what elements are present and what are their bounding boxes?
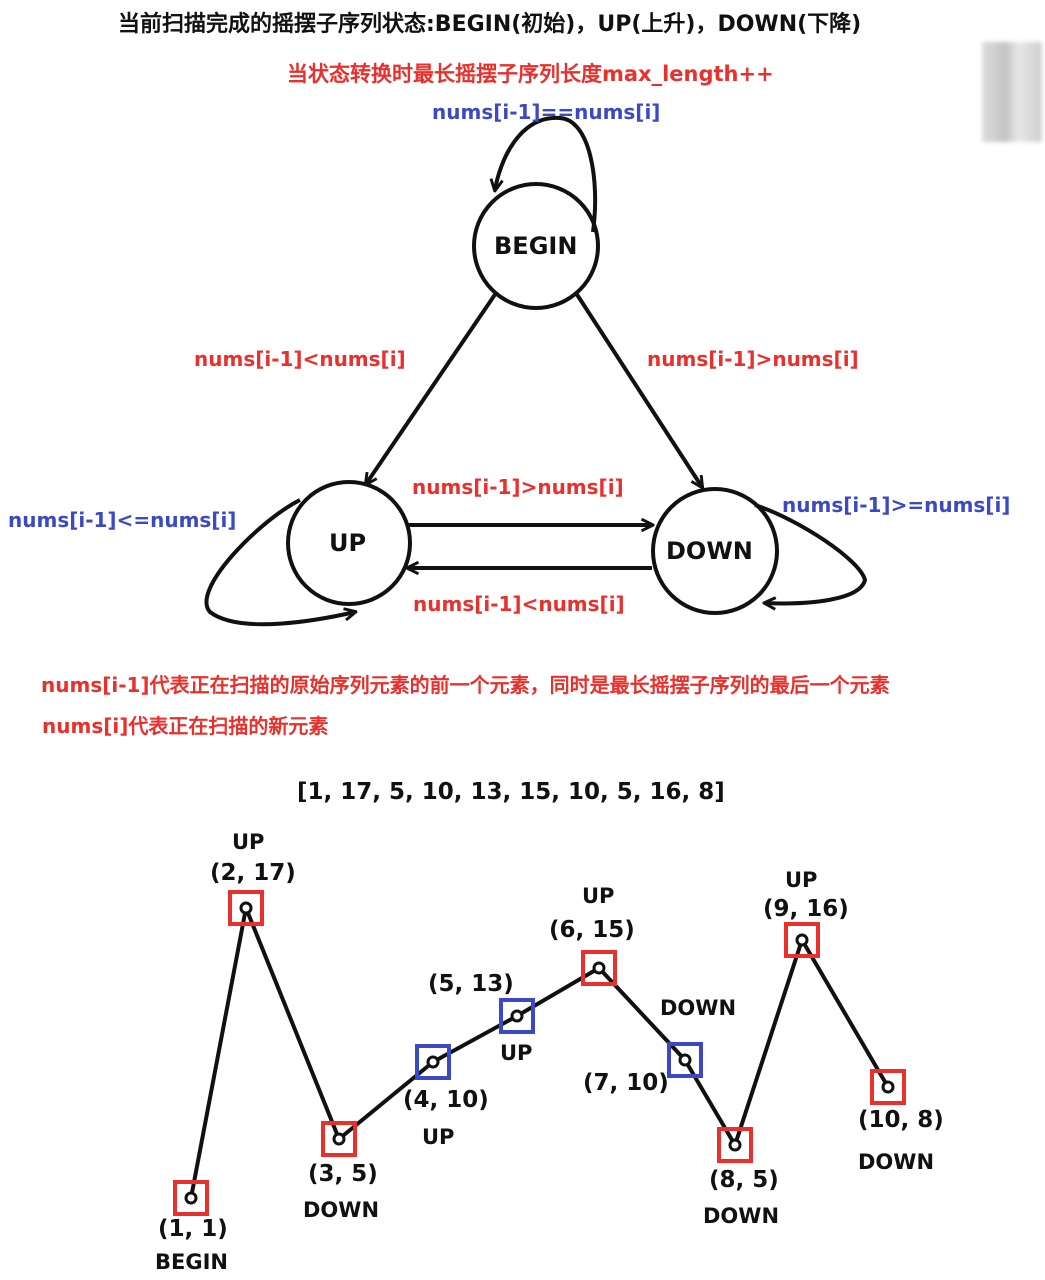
begin-to-up-arrow (366, 291, 498, 484)
state-down-circle (651, 487, 779, 615)
point-dot-6 (592, 961, 606, 975)
sequence-graph (173, 890, 906, 1216)
transition-begin-self: nums[i-1]==nums[i] (432, 100, 661, 124)
transition-begin-to-up: nums[i-1]<nums[i] (194, 347, 406, 371)
point-dot-9 (795, 933, 809, 947)
note-line-1: nums[i-1]代表正在扫描的原始序列元素的前一个元素，同时是最长摇摆子序列的… (41, 673, 890, 697)
point-state-9: UP (785, 868, 818, 892)
point-marker-9 (784, 922, 820, 958)
point-label-1: (1, 1) (158, 1216, 228, 1242)
point-label-5: (5, 13) (428, 971, 514, 997)
point-label-2: (2, 17) (210, 860, 296, 886)
point-dot-5 (510, 1009, 524, 1023)
point-label-7: (7, 10) (583, 1070, 669, 1096)
point-state-8: DOWN (703, 1204, 780, 1228)
down-self-loop (754, 503, 868, 603)
transition-up-to-down: nums[i-1]>nums[i] (412, 475, 624, 499)
sequence-polyline (189, 906, 890, 1199)
state-down-label: DOWN (666, 537, 753, 565)
point-state-3: DOWN (303, 1198, 380, 1222)
point-dot-10 (881, 1080, 895, 1094)
point-state-10: DOWN (858, 1150, 935, 1174)
note-line-2: nums[i]代表正在扫描的新元素 (42, 714, 329, 738)
point-marker-7 (667, 1042, 703, 1078)
point-state-4: UP (422, 1125, 455, 1149)
begin-to-down-arrow (574, 291, 702, 487)
state-begin-circle (472, 182, 600, 310)
point-state-6: UP (582, 884, 615, 908)
point-label-8: (8, 5) (709, 1167, 779, 1193)
point-marker-4 (415, 1044, 451, 1080)
sequence-label: [1, 17, 5, 10, 13, 15, 10, 5, 16, 8] (297, 779, 725, 805)
point-state-1: BEGIN (155, 1250, 228, 1274)
state-up-label: UP (329, 529, 367, 557)
point-state-7: DOWN (660, 996, 737, 1020)
state-up-circle (286, 480, 412, 606)
point-dot-7 (678, 1053, 692, 1067)
blurred-thumbnail (982, 42, 1042, 142)
point-state-2: UP (232, 830, 265, 854)
point-dot-3 (332, 1132, 346, 1146)
begin-self-loop (495, 115, 598, 233)
transition-begin-to-down: nums[i-1]>nums[i] (647, 347, 859, 371)
point-label-6: (6, 15) (549, 917, 635, 943)
point-marker-6 (581, 950, 617, 986)
header-title: 当前扫描完成的摇摆子序列状态:BEGIN(初始)，UP(上升)，DOWN(下降) (118, 12, 862, 37)
point-marker-1 (173, 1180, 209, 1216)
point-marker-8 (717, 1127, 753, 1163)
transition-down-self: nums[i-1]>=nums[i] (782, 493, 1011, 517)
point-label-9: (9, 16) (763, 896, 849, 922)
rule-text: 当状态转换时最长摇摆子序列长度max_length++ (287, 62, 774, 86)
point-dot-2 (239, 901, 253, 915)
point-marker-10 (870, 1069, 906, 1105)
point-marker-5 (499, 998, 535, 1034)
state-begin-label: BEGIN (494, 232, 578, 260)
point-marker-2 (228, 890, 264, 926)
point-dot-8 (728, 1138, 742, 1152)
point-label-10: (10, 8) (858, 1107, 944, 1133)
transition-up-self: nums[i-1]<=nums[i] (8, 508, 237, 532)
transition-down-to-up: nums[i-1]<nums[i] (413, 592, 625, 616)
point-label-4: (4, 10) (403, 1087, 489, 1113)
point-marker-3 (321, 1121, 357, 1157)
point-dot-4 (426, 1055, 440, 1069)
point-state-5: UP (500, 1041, 533, 1065)
point-dot-1 (184, 1191, 198, 1205)
point-label-3: (3, 5) (308, 1161, 378, 1187)
up-self-loop (204, 498, 355, 627)
